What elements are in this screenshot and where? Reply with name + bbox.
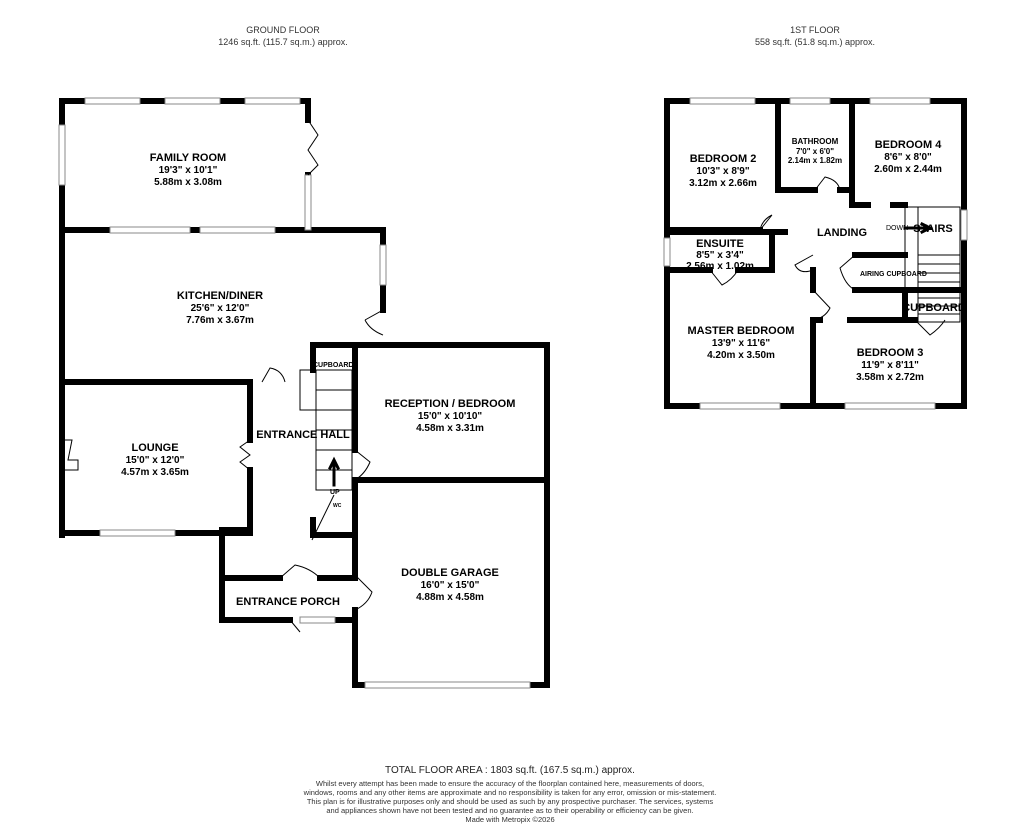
svg-text:7.76m x 3.67m: 7.76m x 3.67m bbox=[186, 315, 254, 326]
label-down: DOWN bbox=[886, 225, 908, 232]
svg-text:10'3" x 8'9": 10'3" x 8'9" bbox=[696, 166, 749, 177]
svg-text:FAMILY ROOM: FAMILY ROOM bbox=[150, 152, 226, 164]
first-floor-area: 558 sq.ft. (51.8 sq.m.) approx. bbox=[755, 37, 875, 47]
room-bedroom-2: BEDROOM 2 10'3" x 8'9" 3.12m x 2.66m bbox=[689, 153, 757, 189]
room-kitchen-diner: KITCHEN/DINER 25'6" x 12'0" 7.76m x 3.67… bbox=[177, 290, 263, 326]
disclaimer: Whilst every attempt has been made to en… bbox=[300, 779, 720, 824]
svg-text:BATHROOM: BATHROOM bbox=[792, 137, 839, 146]
label-landing: LANDING bbox=[817, 227, 867, 239]
label-up: UP bbox=[330, 489, 340, 496]
svg-text:4.88m x 4.58m: 4.88m x 4.58m bbox=[416, 592, 484, 603]
svg-text:8'6" x 8'0": 8'6" x 8'0" bbox=[884, 152, 932, 163]
svg-text:11'9" x 8'11": 11'9" x 8'11" bbox=[861, 360, 919, 371]
svg-text:13'9" x 11'6": 13'9" x 11'6" bbox=[712, 338, 770, 349]
svg-text:RECEPTION / BEDROOM: RECEPTION / BEDROOM bbox=[385, 398, 516, 410]
ground-floor-windows bbox=[58, 97, 531, 689]
label-stairs: STAIRS bbox=[913, 223, 953, 235]
svg-text:BEDROOM 4: BEDROOM 4 bbox=[875, 139, 943, 151]
svg-text:3.58m x 2.72m: 3.58m x 2.72m bbox=[856, 372, 924, 383]
svg-text:KITCHEN/DINER: KITCHEN/DINER bbox=[177, 290, 263, 302]
label-cupboard-first: CUPBOARD bbox=[902, 302, 966, 314]
ground-floor-area: 1246 sq.ft. (115.7 sq.m.) approx. bbox=[218, 37, 347, 47]
svg-text:4.58m x 3.31m: 4.58m x 3.31m bbox=[416, 423, 484, 434]
svg-text:2.56m x 1.02m: 2.56m x 1.02m bbox=[686, 261, 754, 272]
svg-text:4.20m x 3.50m: 4.20m x 3.50m bbox=[707, 350, 775, 361]
room-lounge: LOUNGE 15'0" x 12'0" 4.57m x 3.65m bbox=[121, 442, 189, 478]
svg-text:MASTER BEDROOM: MASTER BEDROOM bbox=[688, 325, 795, 337]
svg-text:ENSUITE: ENSUITE bbox=[696, 238, 744, 250]
svg-text:BEDROOM 2: BEDROOM 2 bbox=[690, 153, 757, 165]
svg-text:25'6" x 12'0": 25'6" x 12'0" bbox=[191, 303, 250, 314]
label-airing-cupboard: AIRING CUPBOARD bbox=[860, 271, 927, 278]
disclaimer-text: Whilst every attempt has been made to en… bbox=[303, 779, 717, 815]
room-reception-bedroom: RECEPTION / BEDROOM 15'0" x 10'10" 4.58m… bbox=[385, 398, 516, 434]
svg-text:3.12m x 2.66m: 3.12m x 2.66m bbox=[689, 178, 757, 189]
room-master-bedroom: MASTER BEDROOM 13'9" x 11'6" 4.20m x 3.5… bbox=[688, 325, 795, 361]
room-family-room: FAMILY ROOM 19'3" x 10'1" 5.88m x 3.08m bbox=[150, 152, 226, 188]
label-entrance-hall: ENTRANCE HALL bbox=[256, 429, 350, 441]
svg-text:LOUNGE: LOUNGE bbox=[131, 442, 178, 454]
svg-text:19'3" x 10'1": 19'3" x 10'1" bbox=[159, 165, 218, 176]
room-bedroom-3: BEDROOM 3 11'9" x 8'11" 3.58m x 2.72m bbox=[856, 347, 924, 383]
room-bedroom-4: BEDROOM 4 8'6" x 8'0" 2.60m x 2.44m bbox=[874, 139, 942, 175]
first-floor-title: 1ST FLOOR bbox=[790, 25, 840, 35]
room-ensuite: ENSUITE 8'5" x 3'4" 2.56m x 1.02m bbox=[686, 238, 754, 272]
svg-text:8'5" x 3'4": 8'5" x 3'4" bbox=[696, 250, 744, 261]
ground-floor-title: GROUND FLOOR bbox=[246, 25, 320, 35]
svg-text:2.14m x 1.82m: 2.14m x 1.82m bbox=[788, 156, 842, 165]
svg-text:2.60m x 2.44m: 2.60m x 2.44m bbox=[874, 164, 942, 175]
label-wc: WC bbox=[333, 503, 342, 509]
svg-text:5.88m x 3.08m: 5.88m x 3.08m bbox=[154, 177, 222, 188]
room-bathroom: BATHROOM 7'0" x 6'0" 2.14m x 1.82m bbox=[788, 137, 842, 165]
total-floor-area: TOTAL FLOOR AREA : 1803 sq.ft. (167.5 sq… bbox=[385, 765, 635, 776]
svg-text:16'0" x 15'0": 16'0" x 15'0" bbox=[421, 580, 480, 591]
svg-text:4.57m x 3.65m: 4.57m x 3.65m bbox=[121, 467, 189, 478]
credit-text: Made with Metropix ©2026 bbox=[465, 815, 555, 824]
svg-text:BEDROOM 3: BEDROOM 3 bbox=[857, 347, 924, 359]
label-entrance-porch: ENTRANCE PORCH bbox=[236, 596, 340, 608]
room-double-garage: DOUBLE GARAGE 16'0" x 15'0" 4.88m x 4.58… bbox=[401, 567, 499, 603]
svg-text:15'0" x 12'0": 15'0" x 12'0" bbox=[126, 455, 185, 466]
ground-floor-doors-stairs bbox=[62, 119, 384, 633]
label-cupboard: CUPBOARD bbox=[313, 362, 353, 369]
svg-text:15'0" x 10'10": 15'0" x 10'10" bbox=[418, 411, 483, 422]
svg-text:DOUBLE GARAGE: DOUBLE GARAGE bbox=[401, 567, 499, 579]
first-floor-windows bbox=[663, 97, 968, 410]
first-floor-doors-stairs bbox=[709, 176, 961, 336]
svg-text:7'0" x 6'0": 7'0" x 6'0" bbox=[796, 147, 834, 156]
